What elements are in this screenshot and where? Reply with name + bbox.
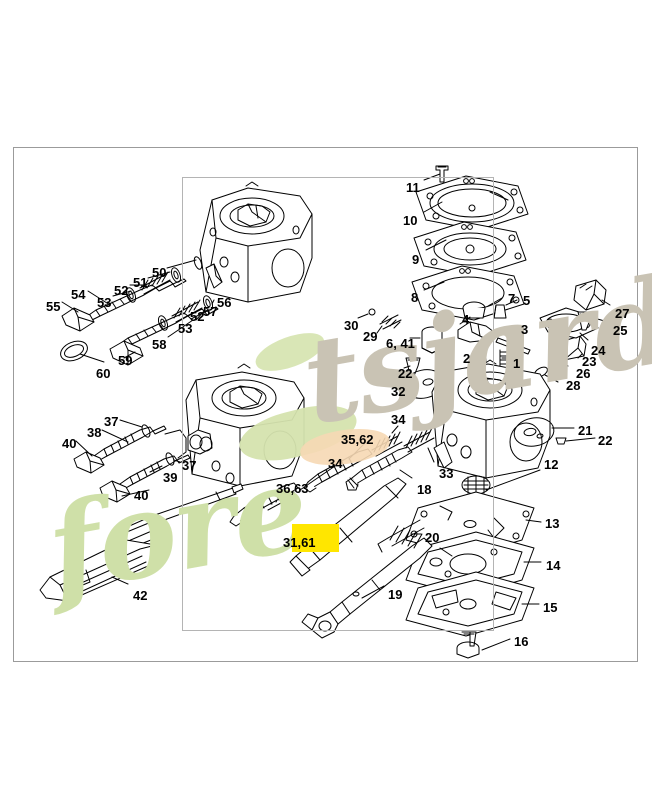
part-callout-22: 22	[398, 366, 413, 381]
part-callout-5: 5	[523, 293, 531, 308]
part-callout-15: 15	[543, 600, 558, 615]
part-callout-54: 54	[71, 287, 86, 302]
part-callout-37: 37	[104, 414, 119, 429]
part-callout-29: 29	[363, 329, 378, 344]
part-callout-50: 50	[152, 265, 167, 280]
part-callout-11: 11	[406, 180, 420, 195]
part-callout-10: 10	[403, 213, 418, 228]
part-callout-6--41: 6, 41	[386, 336, 415, 351]
part-callout-52: 52	[114, 283, 129, 298]
part-callout-57: 57	[203, 304, 218, 319]
part-callout-9: 9	[412, 252, 420, 267]
part-callout-42: 42	[133, 588, 148, 603]
part-callout-31-61: 31,61	[283, 535, 316, 550]
part-callout-16: 16	[514, 634, 529, 649]
part-callout-25: 25	[613, 323, 628, 338]
part-callout-58: 58	[152, 337, 167, 352]
part-callout-12: 12	[544, 457, 559, 472]
part-callout-21: 21	[578, 423, 593, 438]
part-callout-40: 40	[134, 488, 149, 503]
part-callout-52: 52	[190, 309, 205, 324]
highlight-box[interactable]	[292, 524, 339, 552]
part-callout-38: 38	[87, 425, 102, 440]
part-callout-19: 19	[388, 587, 403, 602]
part-callout-60: 60	[96, 366, 111, 381]
part-callout-26: 26	[576, 366, 591, 381]
part-callout-34: 34	[391, 412, 406, 427]
part-callout-24: 24	[591, 343, 606, 358]
part-callout-28: 28	[566, 378, 581, 393]
part-callout-32: 32	[391, 384, 406, 399]
part-callout-30: 30	[344, 318, 359, 333]
part-callout-18: 18	[417, 482, 432, 497]
part-callout-56: 56	[217, 295, 232, 310]
part-callout-23: 23	[582, 354, 597, 369]
part-callout-22: 22	[598, 433, 613, 448]
part-callout-27: 27	[615, 306, 630, 321]
part-callout-2: 2	[463, 351, 471, 366]
part-callout-34: 34	[328, 456, 343, 471]
part-callout-7: 7	[508, 291, 516, 306]
part-callout-3: 3	[521, 322, 529, 337]
part-callout-40: 40	[62, 436, 77, 451]
part-callout-55: 55	[46, 299, 61, 314]
part-callout-35-62: 35,62	[341, 432, 374, 447]
part-callout-8: 8	[411, 290, 419, 305]
part-callout-53: 53	[97, 295, 112, 310]
part-callout-1: 1	[513, 356, 521, 371]
diagram-outer-frame	[13, 147, 638, 662]
part-callout-13: 13	[545, 516, 560, 531]
part-callout-59: 59	[118, 353, 133, 368]
part-callout-36-63: 36,63	[276, 481, 309, 496]
part-callout-14: 14	[546, 558, 561, 573]
part-callout-37: 37	[182, 458, 197, 473]
part-callout-4: 4	[462, 312, 470, 327]
part-callout-39: 39	[163, 470, 178, 485]
part-callout-33: 33	[439, 466, 454, 481]
diagram-inner-frame	[182, 177, 494, 631]
part-callout-51: 51	[133, 275, 148, 290]
part-callout-20: 20	[425, 530, 440, 545]
part-callout-53: 53	[178, 321, 193, 336]
